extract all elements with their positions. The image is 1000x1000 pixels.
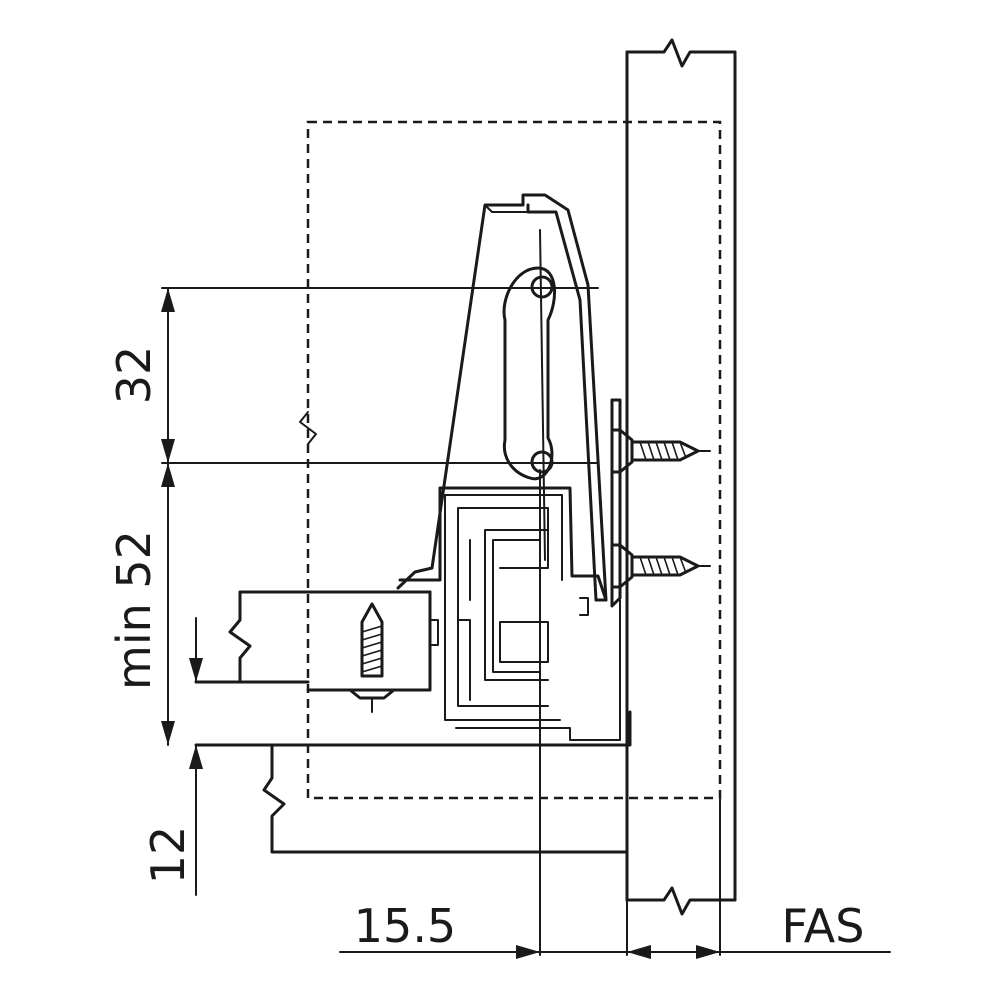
mounting-plate <box>610 398 622 608</box>
front-outline-dashed <box>306 120 722 800</box>
cabinet-side-panel <box>625 38 737 916</box>
drawer-bottom-panel <box>194 590 632 854</box>
wall-screw-upper <box>610 428 711 474</box>
dimension-min-52-label: min 52 <box>107 530 161 690</box>
dimension-15-5-label: 15.5 <box>354 899 456 953</box>
dimension-min-52 <box>161 462 175 746</box>
dimension-15-5 <box>339 469 891 959</box>
dimension-12-label: 12 <box>141 826 195 885</box>
dimension-32-label: 32 <box>107 346 161 405</box>
wall-screw-lower <box>610 543 711 589</box>
dimension-12 <box>189 617 203 896</box>
runner-rail-assembly <box>429 494 621 741</box>
dimension-32 <box>161 287 599 464</box>
front-break-mark <box>299 411 317 445</box>
bottom-screw <box>348 602 396 713</box>
fas-label: FAS <box>782 899 865 953</box>
